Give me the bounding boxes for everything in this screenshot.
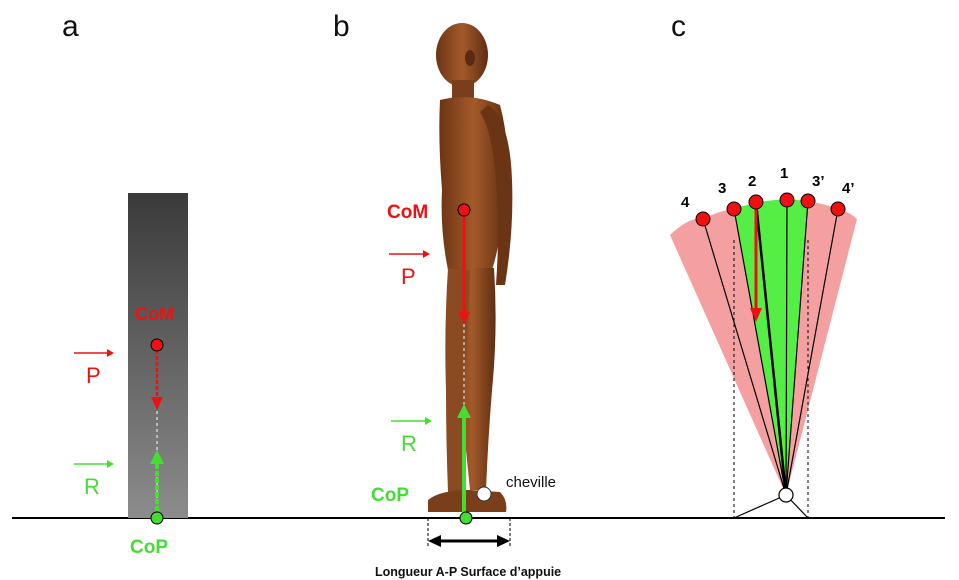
ankle-label: cheville: [506, 474, 556, 491]
position-label-2: 2: [748, 173, 756, 190]
cop-point-a: [150, 511, 164, 525]
unstable-zone-left: [670, 218, 786, 495]
rigid-body-bar: [128, 193, 188, 518]
panel-label-a: a: [62, 10, 79, 43]
reaction-arrow-b: [457, 404, 471, 418]
position-marker-4: [695, 211, 711, 227]
cop-label-b: CoP: [371, 485, 409, 506]
panel-c: 4 3 2 1 3’ 4’: [670, 165, 857, 519]
position-label-3prime: 3’: [812, 173, 825, 190]
pivot-point: [778, 487, 794, 503]
position-label-1: 1: [780, 165, 788, 182]
p-label-b: P: [401, 264, 416, 289]
human-figure: [428, 23, 513, 512]
p-label-a: P: [86, 363, 101, 388]
position-label-4prime: 4’: [842, 180, 855, 197]
cop-label-a: CoP: [130, 537, 168, 558]
com-point-b: [457, 203, 471, 217]
position-marker-3: [726, 201, 742, 217]
r-label-a: R: [84, 474, 100, 499]
weight-arrow-b: [458, 312, 470, 324]
cop-point-b: [459, 511, 473, 525]
position-marker-2: [748, 194, 764, 210]
weight-arrow-a: [151, 397, 163, 410]
position-marker-1: [779, 192, 795, 208]
unstable-zone-right: [786, 209, 857, 495]
weight-arrow-c: [750, 308, 762, 322]
position-label-3: 3: [718, 180, 726, 197]
panel-label-c: c: [671, 10, 686, 43]
reaction-arrow-a: [150, 450, 164, 464]
panel-b: CoM CoP cheville P R Longueur A-P Surfac…: [371, 23, 561, 579]
position-label-4: 4: [681, 194, 690, 211]
panel-a: CoM CoP P R: [74, 193, 188, 558]
r-label-b: R: [401, 431, 417, 456]
support-length-label: Longueur A-P Surface d’appuie: [375, 565, 561, 579]
position-marker-4prime: [830, 201, 846, 217]
com-point-a: [150, 338, 164, 352]
ankle-point: [476, 486, 492, 502]
com-label-a: CoM: [135, 304, 174, 324]
com-label-b: CoM: [387, 202, 428, 223]
panel-label-b: b: [333, 10, 350, 43]
position-marker-3prime: [800, 193, 816, 209]
